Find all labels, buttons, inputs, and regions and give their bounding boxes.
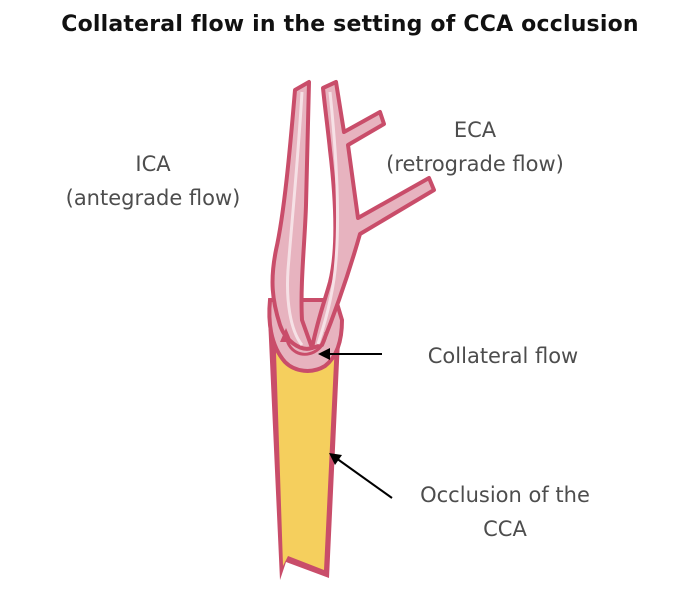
collateral-flow-label-text: Collateral flow [427,344,579,368]
diagram-title: Collateral flow in the setting of CCA oc… [61,12,639,37]
occlusion-label-line-2: CCA [483,517,527,541]
occlusion-pointer-line [335,457,393,499]
collateral-flow-arrowhead [280,328,292,342]
ica-label-line-2: (antegrade flow) [65,186,241,210]
ica-lumen-line [286,91,304,346]
ica-label: ICA (antegrade flow) [40,147,266,215]
collateral-flow-label: Collateral flow [398,339,608,373]
occlusion-pointer-head [329,453,342,465]
eca-vessel [310,80,436,350]
occlusion-label: Occlusion of the CCA [388,478,622,546]
ica-label-line-1: ICA [135,152,171,176]
eca-label-line-1: ECA [453,118,497,142]
eca-label-line-2: (retrograde flow) [386,152,564,176]
cca-occlusion [275,322,335,570]
eca-lumen-line [316,91,340,345]
occlusion-label-line-1: Occlusion of the [420,483,590,507]
eca-label: ECA (retrograde flow) [360,113,590,181]
collateral-flow-arrow-path [284,331,328,356]
collateral-pointer-head [318,348,330,360]
